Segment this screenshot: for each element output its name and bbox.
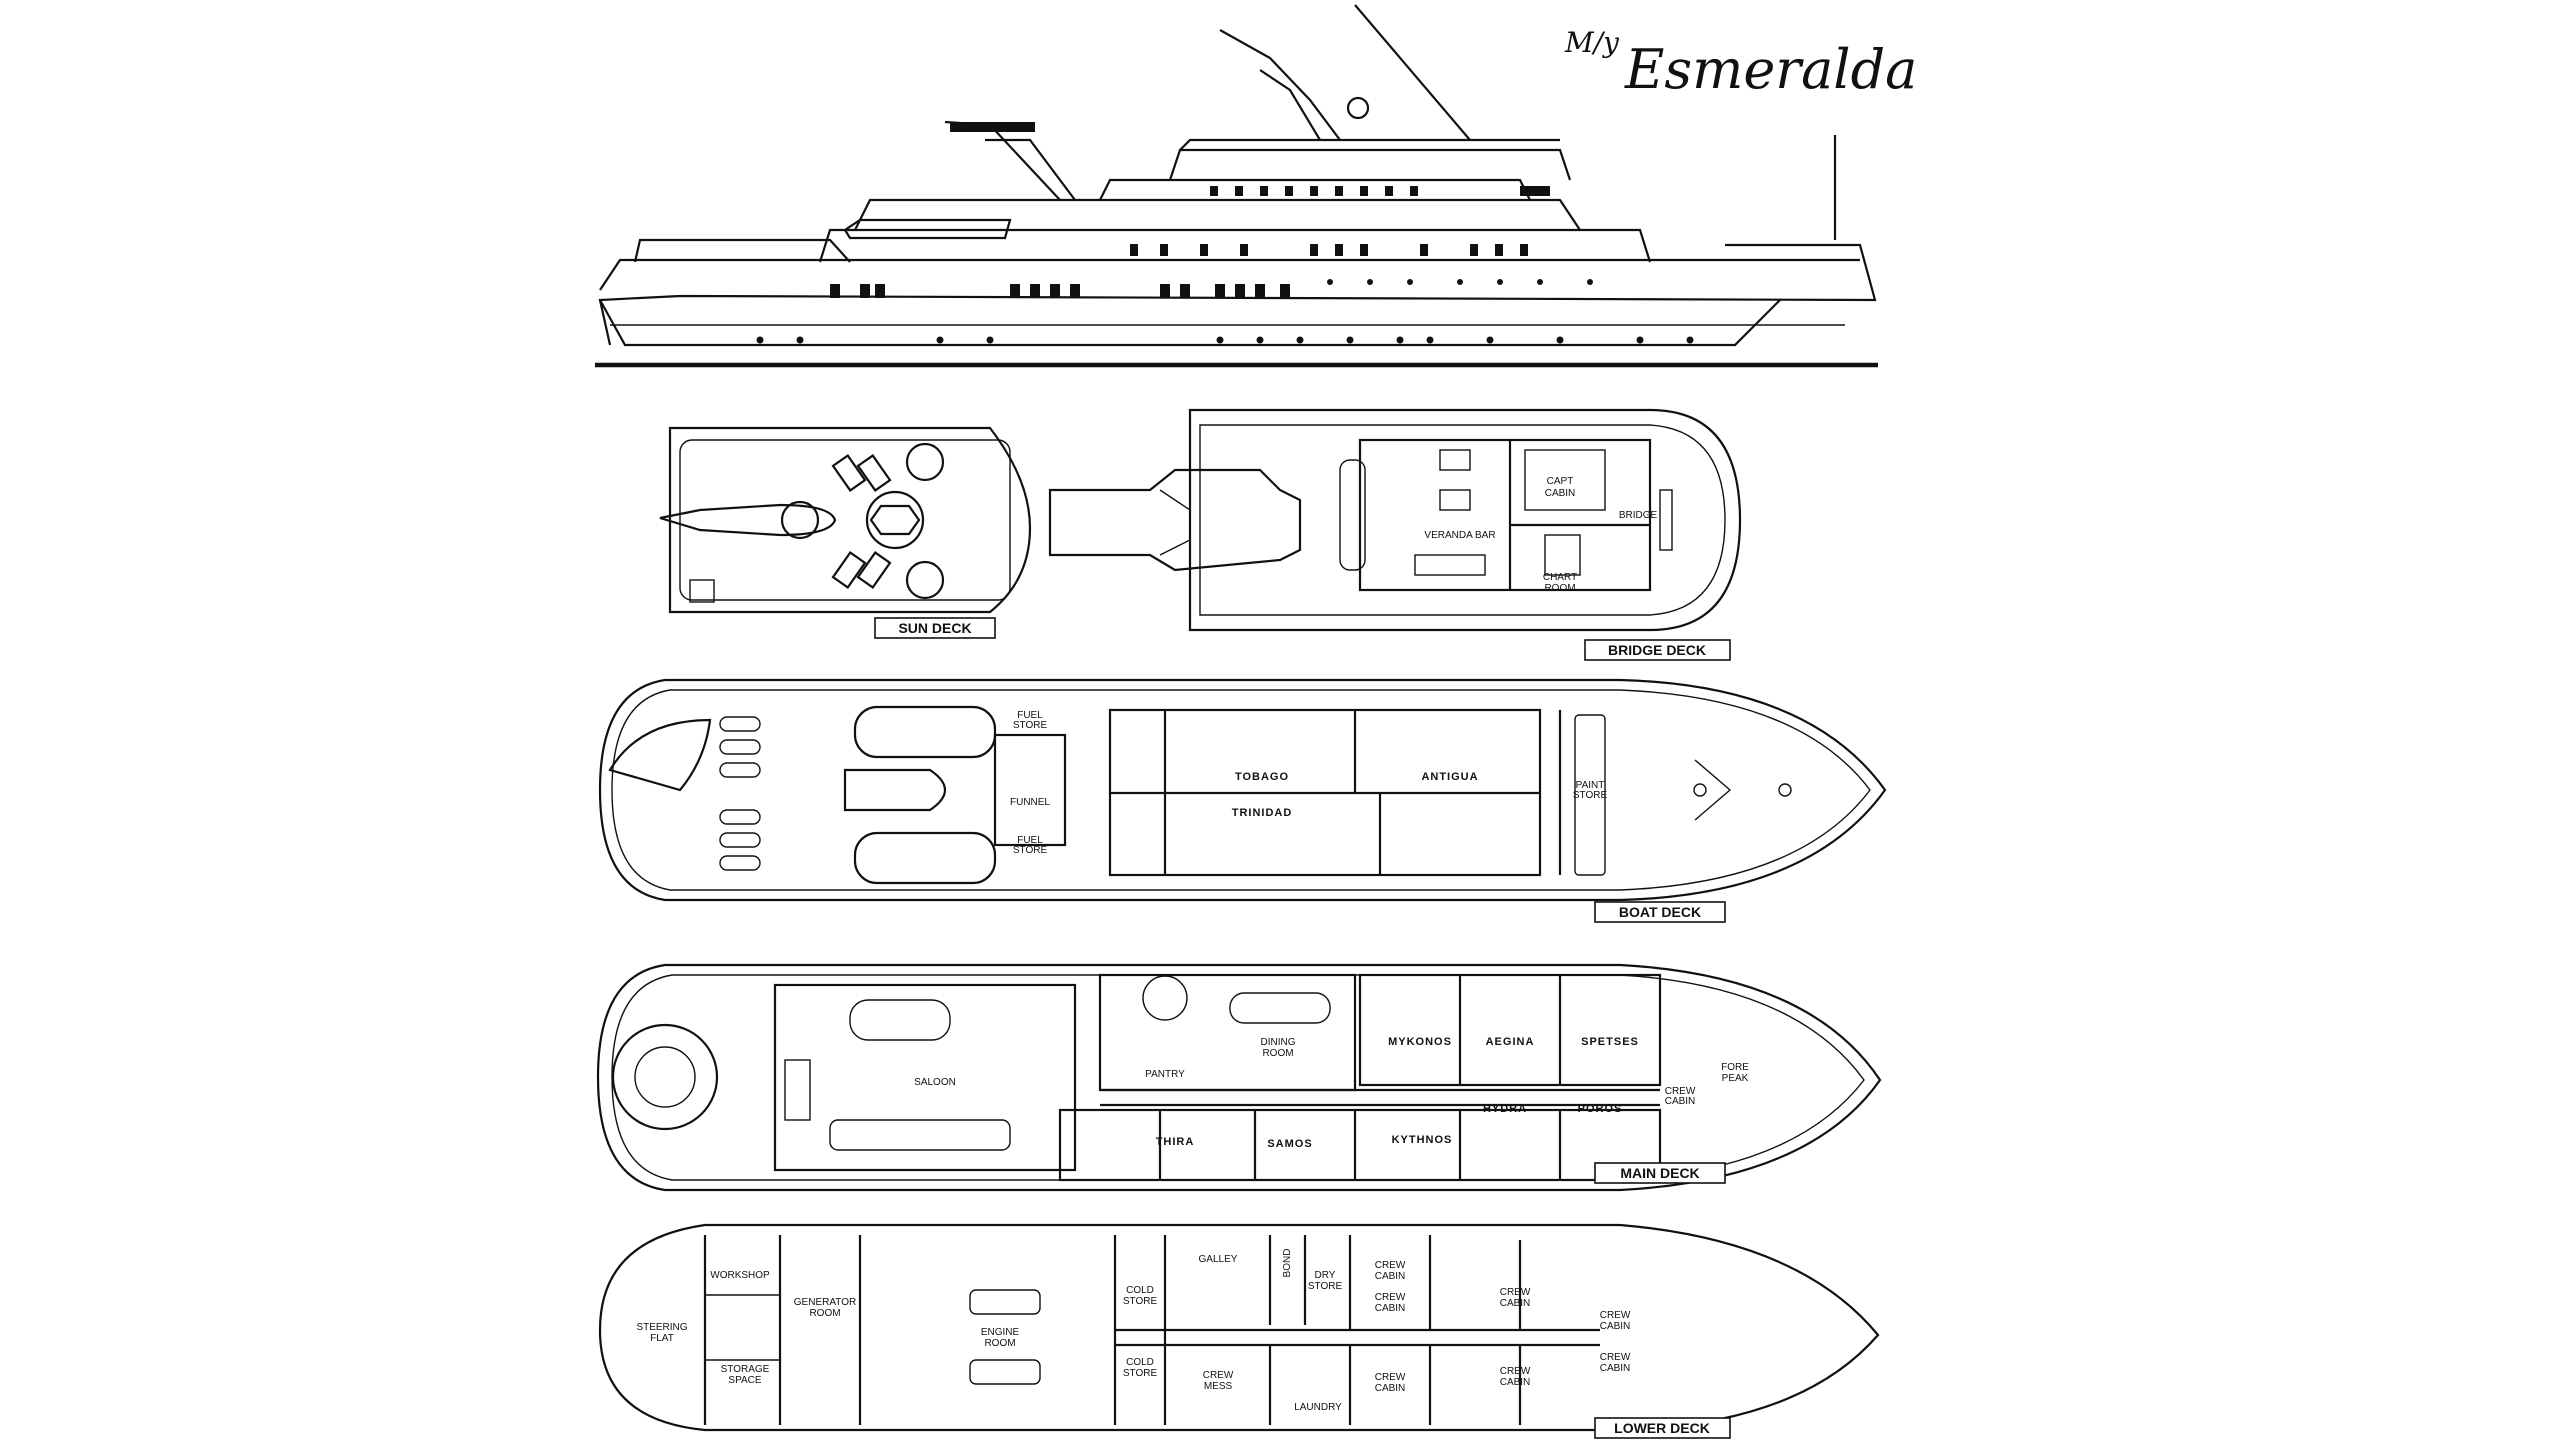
laundry-label: LAUNDRY (1294, 1402, 1342, 1413)
cabin-tobago-label: TOBAGO (1235, 771, 1289, 783)
chart-room-label-1: CHART (1543, 572, 1577, 583)
fuel-store-1-label-1: FUEL (1017, 710, 1043, 721)
cabin-kythnos-label: KYTHNOS (1392, 1134, 1453, 1146)
cold-store-1-label-2: STORE (1123, 1296, 1158, 1307)
cabin-thira-label: THIRA (1156, 1136, 1195, 1148)
dry-store-label-2: STORE (1308, 1281, 1343, 1292)
cold-store-2-label-2: STORE (1123, 1368, 1158, 1379)
lower-deck-plan: WORKSHOP STEERING FLAT STORAGE SPACE GEN… (598, 1223, 1880, 1439)
lower-crew-cabin-5-label-2: CABIN (1375, 1383, 1406, 1394)
steering-flat-label-1: STEERING (636, 1322, 687, 1333)
engine-room-label-1: ENGINE (981, 1327, 1020, 1338)
main-deck-label: MAIN DECK (1620, 1165, 1699, 1181)
galley-label: GALLEY (1199, 1254, 1238, 1265)
lower-crew-cabin-2-label-1: CREW (1375, 1292, 1406, 1303)
main-deck-plan: SALOON DINING ROOM PANTRY MYKONOS AEGINA… (596, 963, 1882, 1192)
bond-label: BOND (1282, 1249, 1293, 1278)
title-prefix: M/y (1564, 26, 1620, 59)
capt-cabin-label-2: CABIN (1545, 488, 1576, 499)
engine-room-label-2: ROOM (984, 1338, 1015, 1349)
cabin-mykonos-label: MYKONOS (1388, 1036, 1452, 1048)
bridge-deck-plan: VERANDA BAR CAPT CABIN CHART ROOM BRIDGE… (1048, 408, 1742, 661)
main-crew-cabin-label-2: CABIN (1665, 1096, 1696, 1107)
fore-peak-label-1: FORE (1721, 1062, 1749, 1073)
cabin-antigua-label: ANTIGUA (1421, 771, 1478, 783)
crew-mess-label-2: MESS (1204, 1381, 1233, 1392)
lower-deck-label: LOWER DECK (1614, 1420, 1710, 1436)
fore-peak-label-2: PEAK (1722, 1073, 1749, 1084)
fuel-store-2-label-1: FUEL (1017, 835, 1043, 846)
veranda-bar-label: VERANDA BAR (1424, 530, 1495, 541)
crew-mess-label-1: CREW (1203, 1370, 1234, 1381)
fuel-store-2-label-2: STORE (1013, 845, 1048, 856)
cabin-aegina-label: AEGINA (1486, 1036, 1535, 1048)
capt-cabin-label-1: CAPT (1547, 476, 1574, 487)
generator-room-label-1: GENERATOR (794, 1297, 856, 1308)
cabin-hydra-label: HYDRA (1483, 1103, 1527, 1115)
cold-store-2-label-1: COLD (1126, 1357, 1154, 1368)
lower-crew-cabin-5-label-1: CREW (1375, 1372, 1406, 1383)
bridge-label: BRIDGE (1619, 510, 1658, 521)
lower-crew-cabin-2-label-2: CABIN (1375, 1303, 1406, 1314)
steering-flat-label-2: FLAT (650, 1333, 674, 1344)
cabin-trinidad-label: TRINIDAD (1232, 807, 1293, 819)
storage-space-label-2: SPACE (728, 1375, 761, 1386)
cabin-spetses-label: SPETSES (1581, 1036, 1639, 1048)
title-name: Esmeralda (1624, 38, 1917, 101)
bridge-deck-label: BRIDGE DECK (1608, 642, 1706, 658)
lower-crew-cabin-3-label-1: CREW (1500, 1287, 1531, 1298)
cold-store-1-label-1: COLD (1126, 1285, 1154, 1296)
chart-room-label-2: ROOM (1544, 583, 1575, 594)
lower-crew-cabin-4-label-1: CREW (1600, 1310, 1631, 1321)
sun-deck-label: SUN DECK (898, 620, 971, 636)
dining-room-label-2: ROOM (1262, 1048, 1293, 1059)
boat-deck-plan: FUEL STORE FUNNEL FUEL STORE TOBAGO ANTI… (598, 678, 1887, 923)
lower-crew-cabin-7-label-1: CREW (1600, 1352, 1631, 1363)
lower-crew-cabin-1-label-1: CREW (1375, 1260, 1406, 1271)
dry-store-label-1: DRY (1315, 1270, 1336, 1281)
main-crew-cabin-label-1: CREW (1665, 1086, 1696, 1097)
dining-room-label-1: DINING (1261, 1037, 1296, 1048)
lower-crew-cabin-3-label-2: CABIN (1500, 1298, 1531, 1309)
boat-deck-label: BOAT DECK (1619, 904, 1701, 920)
lower-crew-cabin-6-label-2: CABIN (1500, 1377, 1531, 1388)
paint-store-label-1: PAINT (1576, 780, 1605, 791)
lower-crew-cabins: CREW CABIN CREW CABIN CREW CABIN CREW CA… (1375, 1260, 1631, 1394)
cabin-samos-label: SAMOS (1267, 1138, 1312, 1150)
lower-crew-cabin-7-label-2: CABIN (1600, 1363, 1631, 1374)
pantry-label: PANTRY (1145, 1069, 1185, 1080)
lower-crew-cabin-1-label-2: CABIN (1375, 1271, 1406, 1282)
yacht-title: M/y Esmeralda (1564, 26, 1917, 101)
funnel-label: FUNNEL (1010, 797, 1050, 808)
sun-deck-plan: SUN DECK (659, 426, 1032, 639)
generator-room-label-2: ROOM (809, 1308, 840, 1319)
side-profile (595, 4, 1878, 368)
cabin-poros-label: POROS (1578, 1103, 1623, 1115)
paint-store-label-2: STORE (1573, 790, 1608, 801)
workshop-label: WORKSHOP (710, 1270, 770, 1281)
lower-crew-cabin-6-label-1: CREW (1500, 1366, 1531, 1377)
fuel-store-1-label-2: STORE (1013, 720, 1048, 731)
saloon-label: SALOON (914, 1077, 956, 1088)
storage-space-label-1: STORAGE (721, 1364, 770, 1375)
lower-crew-cabin-4-label-2: CABIN (1600, 1321, 1631, 1332)
